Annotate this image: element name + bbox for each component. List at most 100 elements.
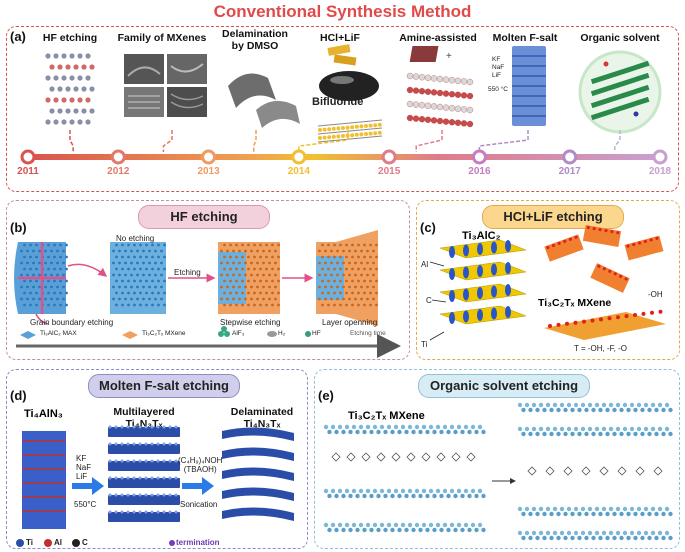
hf-lattice-illustration — [45, 53, 95, 125]
timeline — [20, 130, 668, 165]
etching-time-label: Etching time — [350, 330, 386, 337]
year-2012: 2012 — [107, 166, 130, 177]
panel-b — [6, 200, 410, 360]
legend-c: C — [82, 538, 88, 547]
connector-6 — [614, 130, 621, 152]
year-2016: 2016 — [468, 166, 491, 177]
termination-note: T = -OH, -F, -O — [574, 344, 627, 353]
main-title: Conventional Synthesis Method — [213, 2, 472, 21]
panel-b-title: HF etching — [138, 205, 270, 229]
organic-illustration — [578, 50, 662, 134]
connector-3 — [298, 130, 349, 152]
method-dmso-label: Delamination by DMSO — [212, 28, 298, 52]
legend-mxene: Ti₃C₂Tₓ MXene — [142, 330, 186, 337]
oh-label: -OH — [648, 290, 663, 299]
panel-a — [6, 26, 679, 192]
timeline-dot-2014 — [291, 149, 307, 165]
connector-0 — [69, 130, 74, 152]
year-2015: 2015 — [378, 166, 401, 177]
sonication-label: Sonication — [180, 500, 218, 509]
salt-kf-d: KF — [76, 454, 87, 463]
amine-illustration: + — [406, 46, 474, 128]
method-hf-etching-label: HF etching — [42, 32, 98, 44]
molten-temp: 550 °C — [488, 86, 508, 93]
panel-d-label: (d) — [10, 388, 27, 403]
salt-lif-d: LiF — [76, 472, 88, 481]
method-organic-label: Organic solvent — [580, 32, 660, 44]
timeline-dot-2018 — [652, 149, 668, 165]
panel-e-artwork — [323, 402, 673, 541]
legend-al: Al — [54, 538, 62, 547]
year-2011: 2011 — [17, 166, 39, 177]
method-amine-label: Amine-assisted — [399, 32, 477, 44]
timeline-dot-2017 — [562, 149, 578, 165]
method-molten-label: Molten F-salt — [492, 32, 558, 44]
panel-c-label: (c) — [420, 220, 436, 235]
hcl-lif-illustration — [317, 44, 383, 143]
panel-e-label: (e) — [318, 388, 334, 403]
atom-c-label: C — [426, 296, 432, 305]
reagent-line2: (TBAOH) — [183, 465, 217, 474]
salt-naf: NaF — [492, 64, 505, 71]
grain-boundary-label: Grain boundary etching — [30, 318, 114, 327]
connector-5 — [478, 130, 529, 152]
legend-max: Ti₃AlC₂ MAX — [40, 330, 77, 337]
timeline-dot-2011 — [20, 149, 36, 165]
panel-c-title: HCl+LiF etching — [482, 205, 624, 229]
connector-2 — [252, 130, 257, 152]
ti3c2tx-mxene-label: Ti₃C₂Tₓ MXene — [538, 297, 612, 309]
panel-c-artwork — [429, 224, 666, 341]
sem-images — [124, 54, 207, 117]
molten-salts-d: KF NaF LiF — [76, 454, 91, 481]
year-2018: 2018 — [648, 166, 672, 177]
panel-b-artwork — [14, 230, 401, 358]
bifluoride-label: Bifluoride — [312, 96, 364, 108]
temp-d: 550°C — [74, 500, 97, 509]
connector-4 — [415, 130, 443, 152]
delaminated-label: Delaminated Ti₄N₃Tₓ — [222, 406, 302, 430]
salt-kf: KF — [492, 56, 501, 63]
panel-e — [314, 369, 680, 549]
dmso-sheets — [228, 73, 300, 128]
year-2014: 2014 — [287, 166, 310, 177]
panel-d-title: Molten F-salt etching — [88, 374, 240, 398]
legend-h2: H₂ — [278, 330, 286, 337]
panel-d-artwork — [16, 425, 294, 547]
atom-ti-label: Ti — [421, 340, 428, 349]
legend-ti: Ti — [26, 538, 33, 547]
year-2013: 2013 — [197, 166, 220, 177]
etching-label: Etching — [174, 268, 201, 277]
no-etching-label: No etching — [116, 234, 155, 243]
connector-1 — [162, 130, 173, 152]
panel-e-mxene-label: Ti₃C₂Tₓ MXene — [348, 410, 425, 422]
molten-salt-list: KF NaF LiF — [492, 56, 504, 80]
ti3alc2-label: Ti₃AlC₂ — [462, 230, 501, 242]
salt-naf-d: NaF — [76, 463, 92, 472]
timeline-dot-2012 — [110, 149, 126, 165]
svg-text:+: + — [446, 51, 452, 62]
method-hcl-lif-label: HCl+LiF — [320, 32, 360, 44]
year-2017: 2017 — [558, 166, 581, 177]
delaminated-line1: Delaminated — [230, 406, 294, 418]
delaminated-line2: Ti₄N₃Tₓ — [243, 418, 281, 430]
method-dmso-line1: Delamination — [222, 28, 288, 40]
panel-c — [416, 200, 680, 360]
multilayered-line1: Multilayered — [113, 406, 175, 418]
method-family-label: Family of MXenes — [117, 32, 207, 44]
panel-a-artwork: + — [45, 44, 662, 143]
timeline-dot-2016 — [471, 149, 487, 165]
molten-illustration — [512, 46, 546, 126]
panel-b-label: (b) — [10, 220, 27, 235]
legend-hf: HF — [312, 330, 321, 337]
timeline-dot-2015 — [381, 149, 397, 165]
ti4aln3-label: Ti₄AlN₃ — [24, 408, 63, 420]
atom-al-label: Al — [421, 260, 429, 269]
legend-termination: termination — [176, 538, 220, 547]
panel-e-title: Organic solvent etching — [418, 374, 590, 398]
tbaoh-reagent: (C₄H₉)₄NOH (TBAOH) — [178, 456, 222, 474]
stepwise-label: Stepwise etching — [220, 318, 281, 327]
salt-lif: LiF — [492, 72, 502, 79]
legend-alf3: AlF₃ — [232, 330, 245, 337]
timeline-dot-2013 — [201, 149, 217, 165]
method-dmso-line2: by DMSO — [231, 40, 279, 52]
